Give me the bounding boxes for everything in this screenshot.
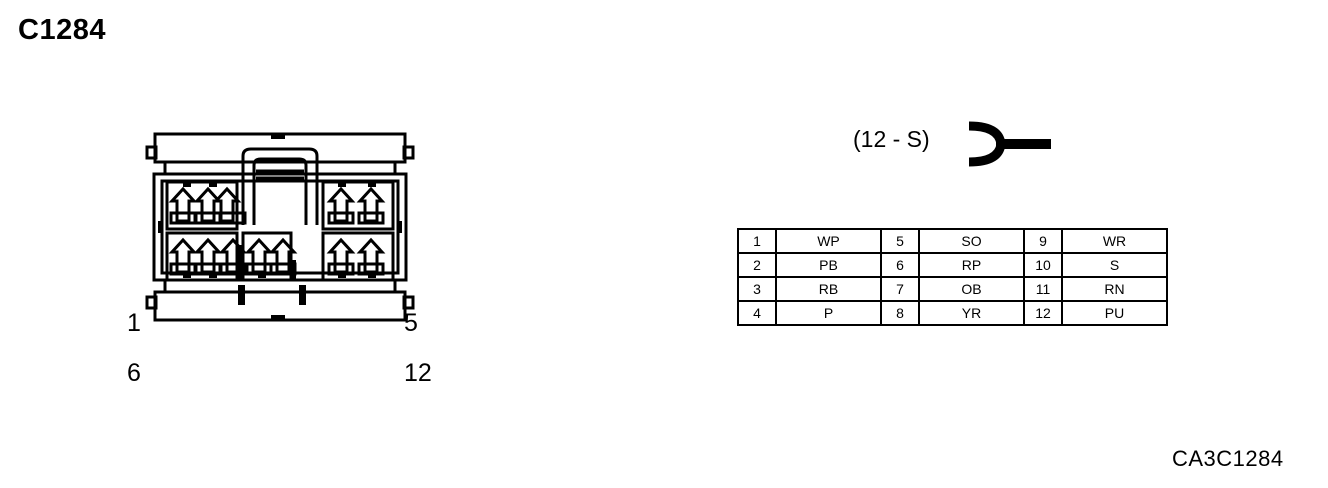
wire-code-cell: RB (775, 276, 882, 302)
pin-number-cell: 9 (1023, 228, 1063, 254)
pin-number-cell: 5 (880, 228, 920, 254)
footer-part-number: CA3C1284 (1172, 446, 1284, 471)
pin-number-cell: 1 (737, 228, 777, 254)
wire-code-cell: RP (918, 252, 1025, 278)
wire-code-cell: P (775, 300, 882, 326)
connector-diagram: 1 6 5 12 (125, 125, 455, 386)
connector-pin-label-bottom-right: 12 (404, 359, 432, 387)
wire-code-cell: YR (918, 300, 1025, 326)
wire-code-cell: OB (918, 276, 1025, 302)
connector-pin-label-bottom-left: 6 (127, 359, 141, 387)
table-row: 4 P 8 YR 12 PU (737, 300, 1168, 326)
pin-assignment-table: 1 WP 5 SO 9 WR 2 PB 6 RP 10 S 3 RB 7 OB … (737, 228, 1168, 326)
pin-number-cell: 11 (1023, 276, 1063, 302)
pin-number-cell: 12 (1023, 300, 1063, 326)
wire-code-cell: S (1061, 252, 1168, 278)
terminal-caption: (12 - S) (853, 126, 930, 152)
wire-code-cell: RN (1061, 276, 1168, 302)
wire-code-cell: WR (1061, 228, 1168, 254)
page-title: C1284 (18, 14, 106, 46)
pin-number-cell: 2 (737, 252, 777, 278)
wire-code-cell: SO (918, 228, 1025, 254)
wire-code-cell: PB (775, 252, 882, 278)
pin-number-cell: 10 (1023, 252, 1063, 278)
wire-code-cell: WP (775, 228, 882, 254)
pin-number-cell: 6 (880, 252, 920, 278)
table-row: 3 RB 7 OB 11 RN (737, 276, 1168, 302)
pin-number-cell: 3 (737, 276, 777, 302)
table-row: 2 PB 6 RP 10 S (737, 252, 1168, 278)
pin-number-cell: 4 (737, 300, 777, 326)
pin-number-cell: 8 (880, 300, 920, 326)
terminal-type-group: (12 - S) (853, 120, 1053, 170)
pin-number-cell: 7 (880, 276, 920, 302)
connector-pin-label-top-right: 5 (404, 309, 418, 337)
connector-face-drawing (145, 132, 415, 322)
fork-terminal-icon (968, 121, 1051, 167)
table-row: 1 WP 5 SO 9 WR (737, 228, 1168, 254)
connector-pin-label-top-left: 1 (127, 309, 141, 337)
wire-code-cell: PU (1061, 300, 1168, 326)
